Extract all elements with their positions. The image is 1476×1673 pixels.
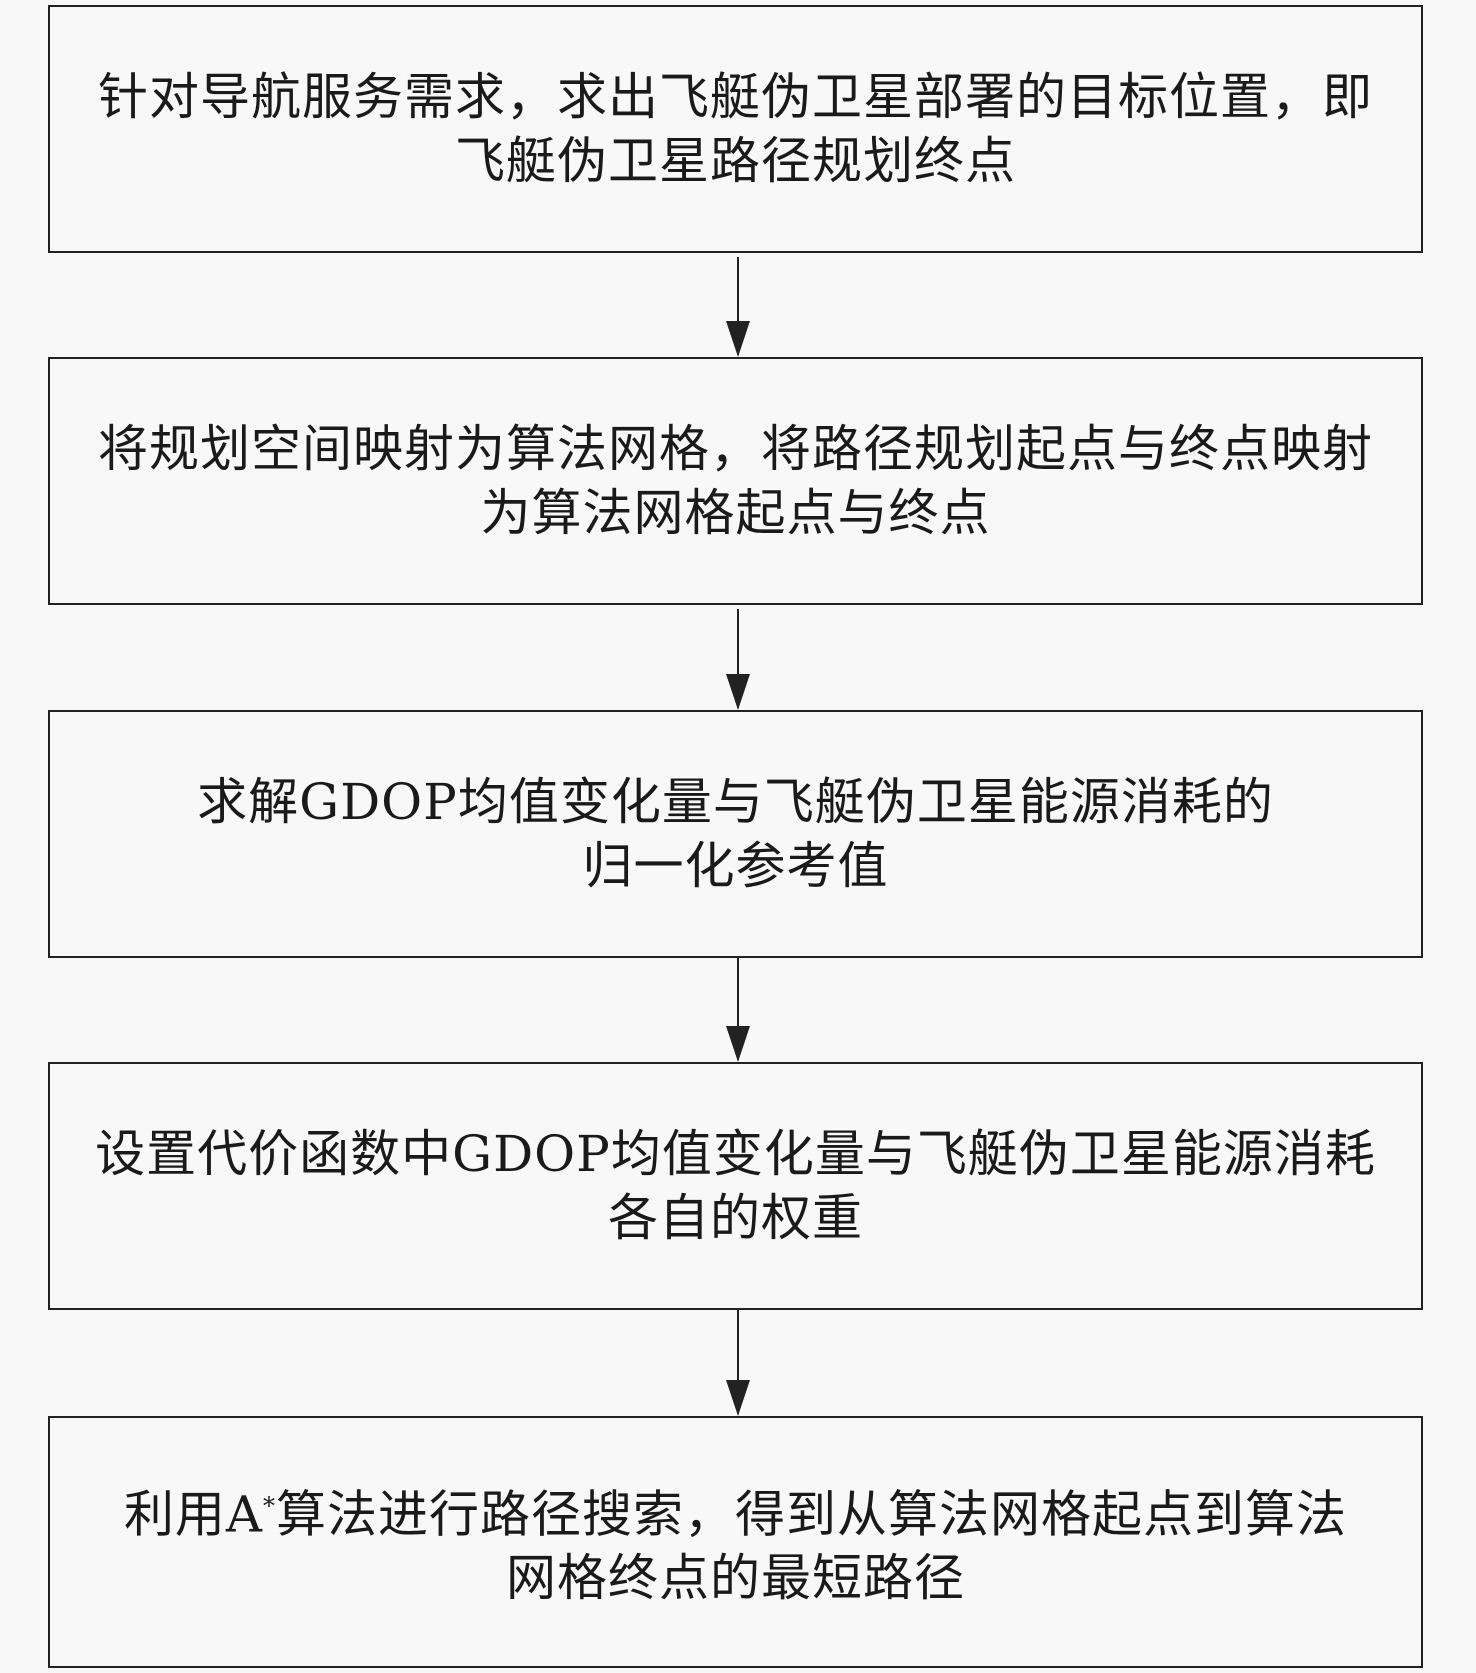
step-1-line-2: 飞艇伪卫星路径规划终点 (455, 132, 1016, 190)
step-4-line-2: 各自的权重 (608, 1189, 863, 1247)
step-2-line-1: 将规划空间映射为算法网格，将路径规划起点与终点映射 (98, 420, 1373, 478)
step-2-box: 将规划空间映射为算法网格，将路径规划起点与终点映射 为算法网格起点与终点 (48, 357, 1423, 605)
step-3-box: 求解GDOP均值变化量与飞艇伪卫星能源消耗的 归一化参考值 (48, 710, 1423, 958)
step-1-text: 针对导航服务需求，求出飞艇伪卫星部署的目标位置，即 飞艇伪卫星路径规划终点 (76, 65, 1396, 193)
step-5-text-pre: 利用A (123, 1485, 264, 1544)
step-5-line-1: 利用A*算法进行路径搜索，得到从算法网格起点到算法 (76, 1474, 1396, 1547)
step-3-text: 求解GDOP均值变化量与飞艇伪卫星能源消耗的 归一化参考值 (76, 770, 1396, 898)
step-1-line-1: 针对导航服务需求，求出飞艇伪卫星部署的目标位置，即 (98, 68, 1373, 126)
step-4-line-1: 设置代价函数中GDOP均值变化量与飞艇伪卫星能源消耗 (95, 1125, 1376, 1183)
step-5-superscript: * (263, 1491, 277, 1520)
arrow-3-to-4 (726, 958, 750, 1062)
step-4-text: 设置代价函数中GDOP均值变化量与飞艇伪卫星能源消耗 各自的权重 (76, 1122, 1396, 1250)
step-3-line-1: 求解GDOP均值变化量与飞艇伪卫星能源消耗的 (197, 773, 1274, 831)
step-5-line-2: 网格终点的最短路径 (506, 1549, 965, 1608)
step-2-text: 将规划空间映射为算法网格，将路径规划起点与终点映射 为算法网格起点与终点 (76, 417, 1396, 545)
arrow-2-to-3 (726, 609, 750, 710)
step-2-line-2: 为算法网格起点与终点 (480, 484, 991, 542)
step-5-box: 利用A*算法进行路径搜索，得到从算法网格起点到算法 网格终点的最短路径 (48, 1416, 1423, 1668)
arrow-4-to-5 (726, 1310, 750, 1416)
arrow-1-to-2 (726, 257, 750, 357)
step-1-box: 针对导航服务需求，求出飞艇伪卫星部署的目标位置，即 飞艇伪卫星路径规划终点 (48, 5, 1423, 253)
step-3-line-2: 归一化参考值 (582, 837, 889, 895)
step-5-text-post: 算法进行路径搜索，得到从算法网格起点到算法 (276, 1485, 1348, 1544)
step-4-box: 设置代价函数中GDOP均值变化量与飞艇伪卫星能源消耗 各自的权重 (48, 1062, 1423, 1310)
step-5-text: 利用A*算法进行路径搜索，得到从算法网格起点到算法 网格终点的最短路径 (76, 1474, 1396, 1611)
